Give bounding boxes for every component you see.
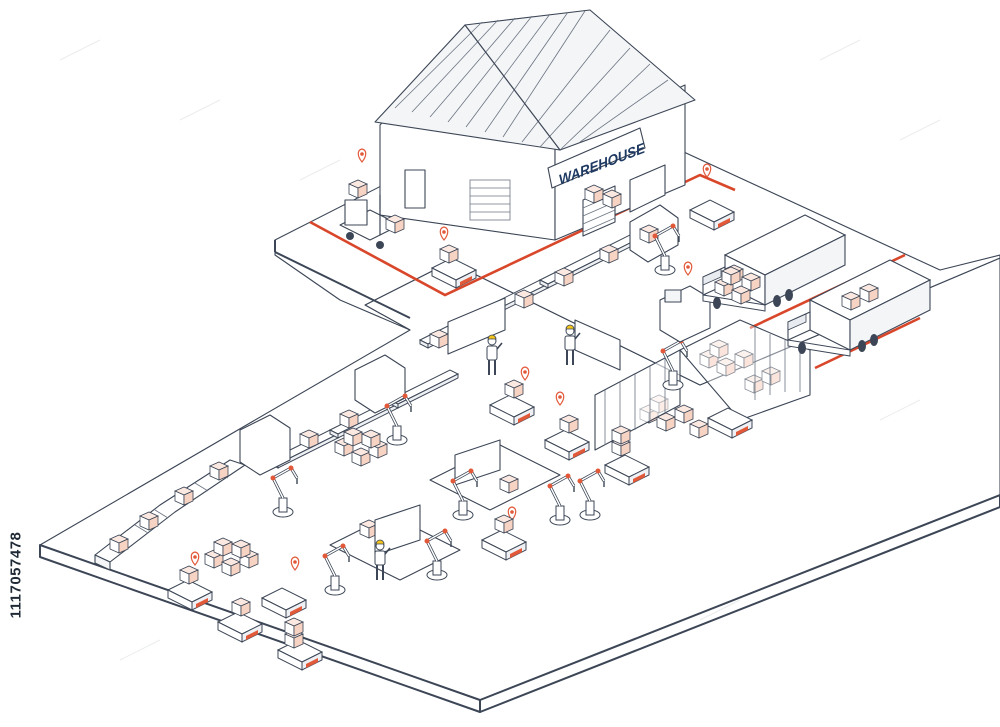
stock-id-text: 1117057478 — [7, 531, 25, 619]
stock-id-label: 1117057478 — [6, 490, 26, 660]
